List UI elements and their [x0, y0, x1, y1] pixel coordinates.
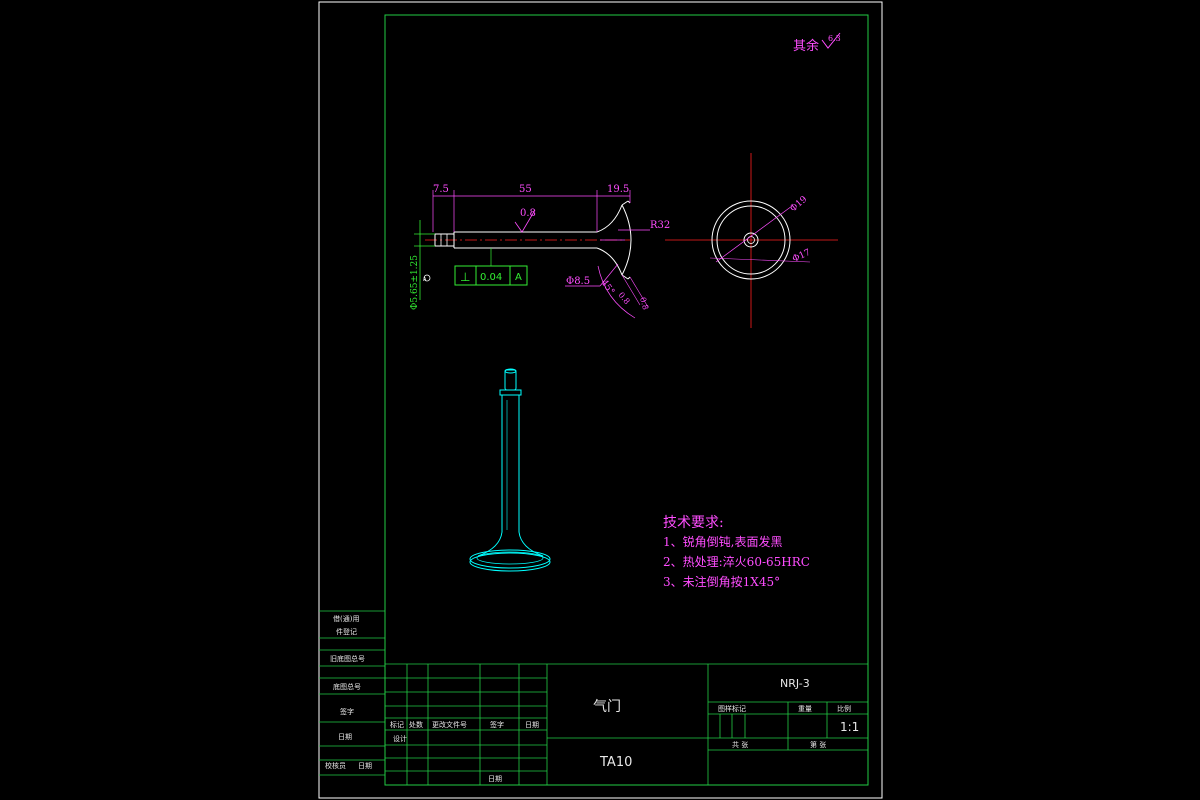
surface-note-value: 6.3 [828, 34, 841, 43]
surface-roughness-note: 其余 6.3 [793, 32, 841, 54]
front-view: 7.5 55 19.5 0.8 R32 Φ5.65±1.25 A ⊥ 0.04 … [410, 184, 670, 319]
rev-header-date: 日期 [525, 721, 539, 729]
tech-req-item-2: 2、热处理:淬火60-65HRC [663, 554, 810, 569]
dim-head-dia: Φ8.5 [566, 276, 590, 287]
dim-angle: 45° [599, 278, 616, 297]
rev-header-count: 处数 [409, 720, 423, 729]
head-outer-circle [711, 200, 791, 280]
outer-dia-leader [715, 205, 793, 263]
date-label: 日期 [488, 775, 502, 783]
stem-circle [743, 232, 759, 248]
sheet-number: 第 张 [810, 740, 826, 749]
side-row-2: 件登记 [336, 627, 357, 636]
rev-header-mark: 标记 [390, 720, 404, 729]
dim-stem-dia: Φ5.65±1.25 [410, 255, 420, 310]
rev-header-doc: 更改文件号 [432, 720, 467, 729]
side-row-6: 日期 [338, 733, 352, 741]
valve-head-face [621, 204, 632, 276]
side-row-5: 签字 [340, 707, 354, 716]
iso-head-top [469, 549, 551, 569]
head-fillet-bottom [596, 247, 623, 276]
head-fillet-top [596, 204, 623, 233]
stem-roughness-icon [514, 209, 536, 233]
radius-head: R32 [650, 220, 670, 231]
side-row-1: 借(通)用 [333, 614, 359, 623]
dim-side-outer: Φ19 [789, 194, 810, 214]
scale-header: 比例 [837, 704, 851, 713]
sign-row-design: 设计 [393, 734, 407, 743]
angle-arc [597, 265, 636, 319]
dim-19-5: 19.5 [607, 184, 629, 195]
roughness-symbol-icon [821, 32, 841, 49]
tech-req-item-3: 3、未注倒角按1X45° [663, 574, 780, 589]
side-row-8: 日期 [358, 762, 372, 770]
roughness-stem: 0.8 [520, 208, 536, 219]
weight-header: 重量 [798, 705, 812, 713]
side-row-3: 旧底图总号 [330, 654, 365, 663]
sheets-total: 共 张 [732, 740, 748, 749]
tech-req-item-1: 1、锐角倒钝,表面发黑 [663, 534, 782, 549]
tolerance-frame: ⊥ 0.04 A [454, 248, 528, 286]
dim-7-5: 7.5 [433, 184, 449, 195]
tolerance-datum: A [515, 272, 522, 283]
side-row-4: 底图总号 [333, 682, 361, 691]
side-panel [319, 610, 385, 776]
tolerance-symbol: ⊥ [460, 270, 470, 284]
scale-value: 1:1 [840, 720, 859, 734]
dim-55: 55 [519, 184, 532, 195]
roughness-face: 0.8 [616, 291, 631, 307]
surface-note-label: 其余 [793, 38, 819, 54]
inner-border [384, 14, 869, 786]
iso-head-bottom [469, 552, 551, 572]
tech-requirements: 技术要求: 1、锐角倒钝,表面发黑 2、热处理:淬火60-65HRC 3、未注倒… [663, 515, 810, 589]
datum-label: A [423, 277, 427, 283]
tech-req-title: 技术要求: [663, 515, 724, 531]
drawing-number: NRJ-3 [780, 677, 810, 690]
title-block [385, 663, 868, 785]
datum-circle-icon [423, 274, 431, 282]
dim-face-thickness: 0.8 [638, 296, 650, 311]
stage-mark-header: 图样标记 [718, 704, 746, 713]
outer-frame [318, 1, 883, 799]
side-view: Φ19 Φ17 [665, 153, 838, 328]
rev-header-sign: 签字 [490, 720, 504, 729]
side-row-7: 校核员 [325, 761, 346, 770]
iso-fillet-left [477, 531, 503, 557]
material: TA10 [599, 755, 632, 770]
valve-3d-view [469, 368, 551, 572]
tolerance-value: 0.04 [480, 272, 502, 283]
head-inner-circle [716, 205, 786, 275]
part-name: 气门 [593, 699, 621, 715]
